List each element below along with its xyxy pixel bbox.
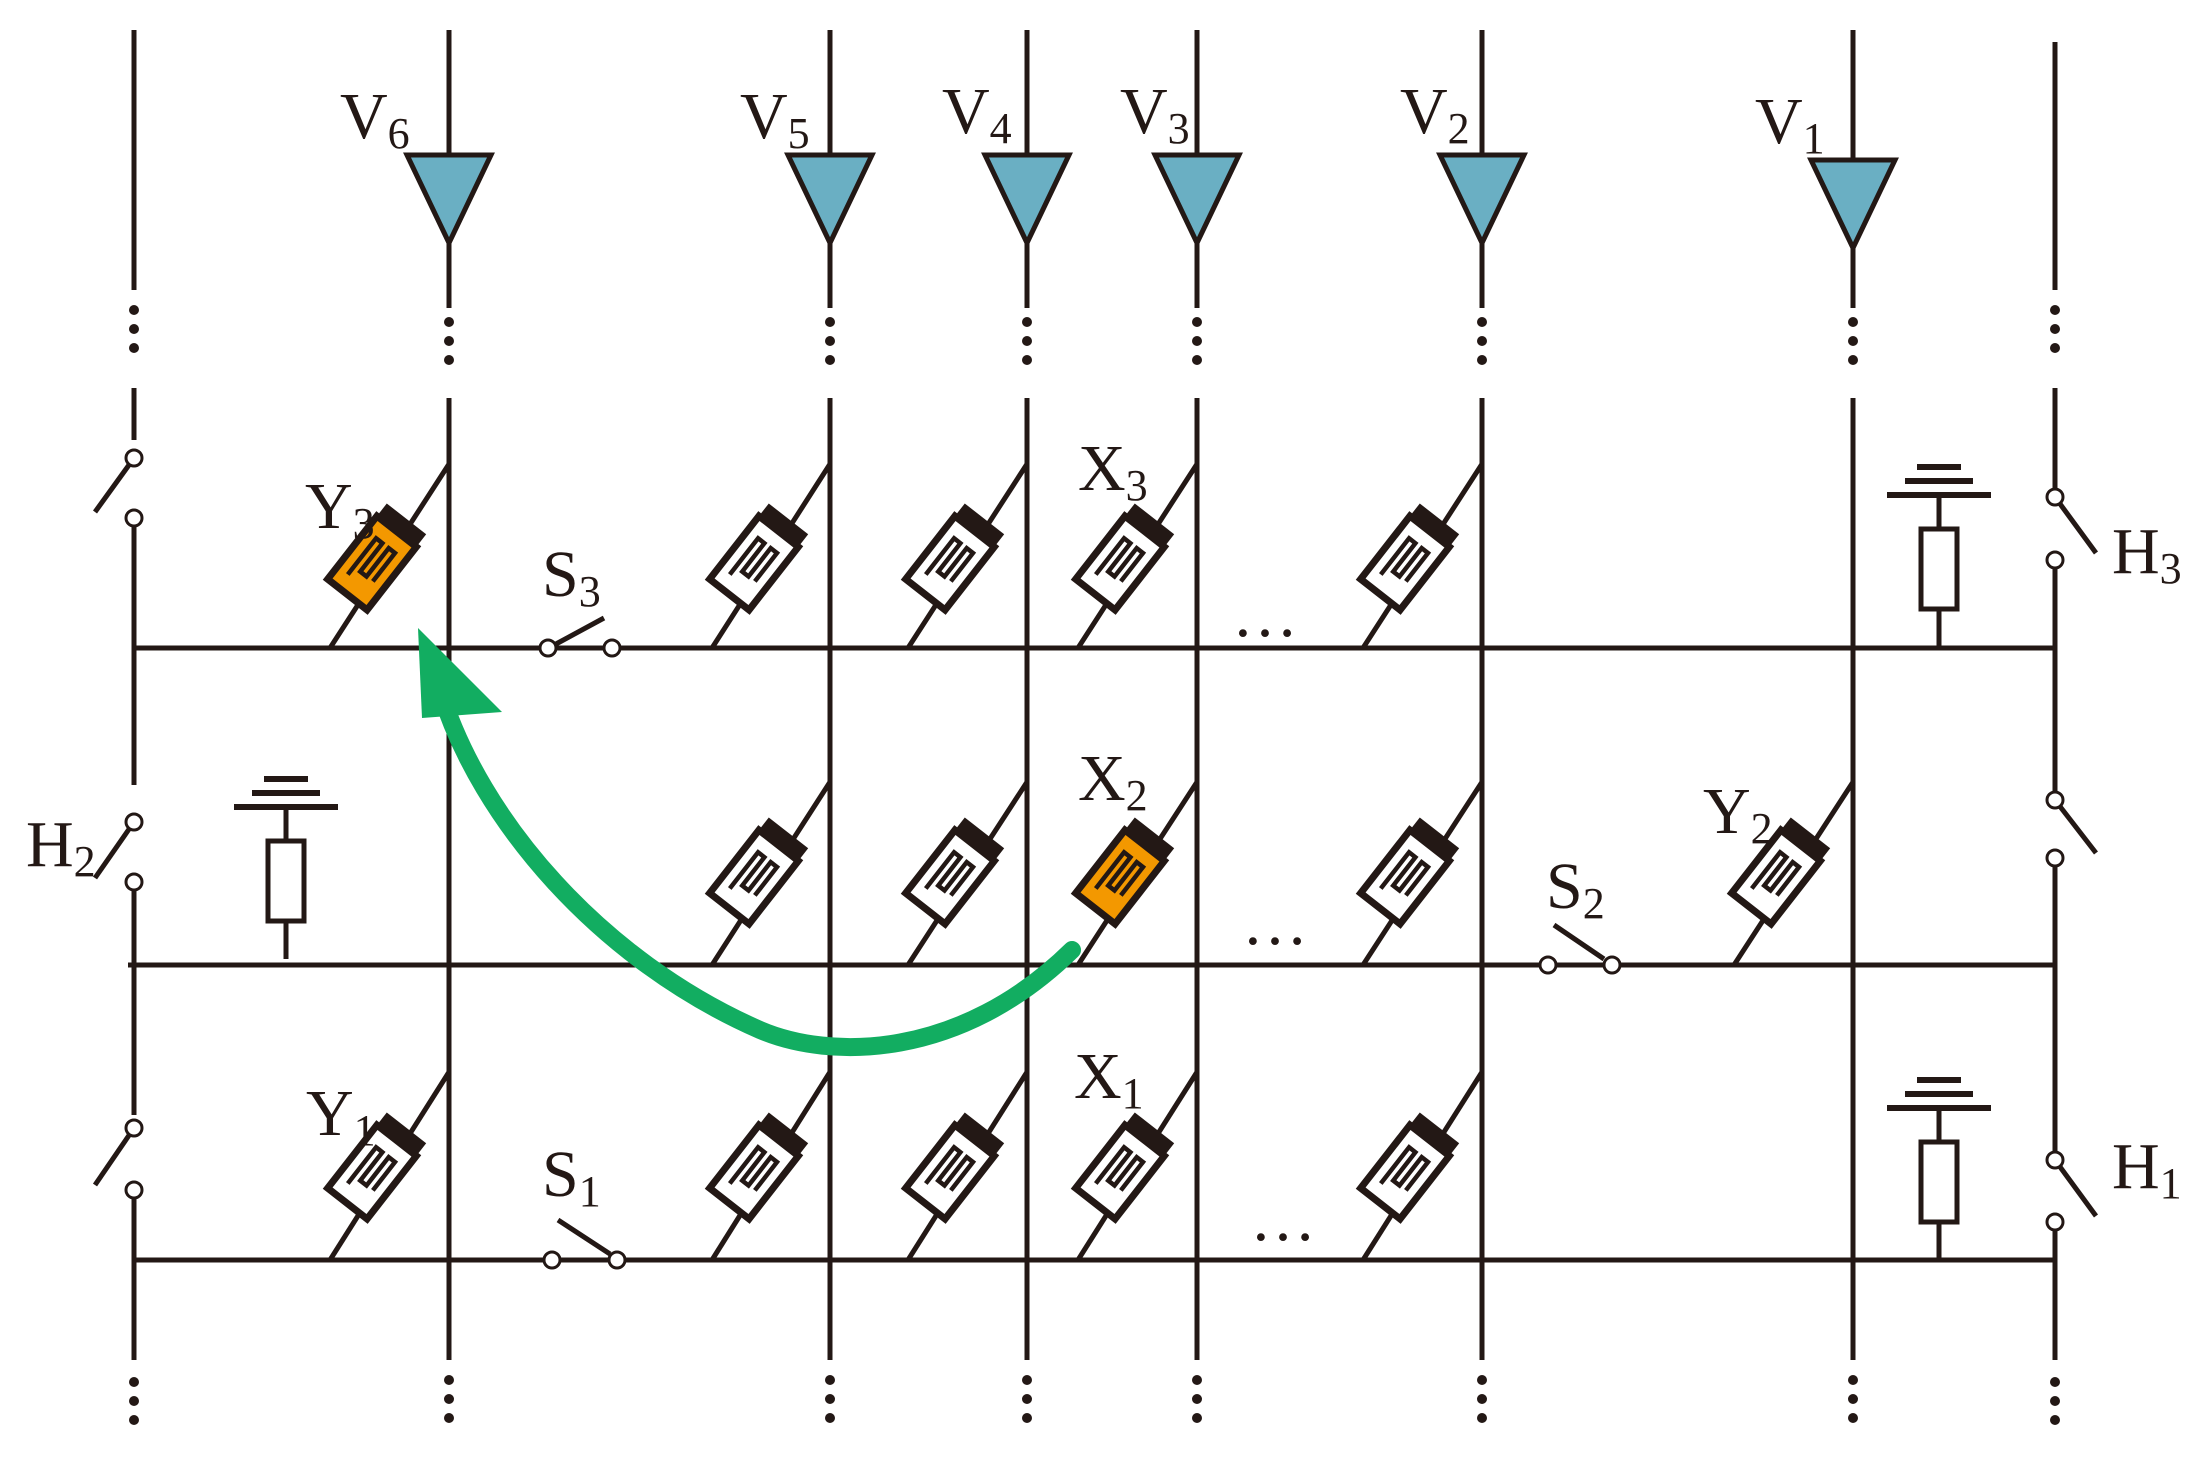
amplifier-v4-icon [985, 155, 1069, 243]
column-dots-bottom-4 [1192, 1375, 1202, 1423]
amplifier-v6-icon [407, 155, 491, 243]
sensor-r1-c2-interdigitated-sensor-icon [1361, 1070, 1485, 1262]
label-v5: V5 [740, 80, 810, 158]
label-h3: H3 [2112, 515, 2182, 593]
right-bus-dots-top [2050, 305, 2060, 353]
sensor-x3-interdigitated-sensor-icon [1076, 462, 1200, 650]
svg-text:S2: S2 [1546, 850, 1605, 928]
right-bus-dots-bottom [2050, 1377, 2060, 1425]
amplifier-v5-icon [788, 155, 872, 243]
ellipsis-row2: … [1242, 886, 1308, 959]
ellipsis-row3: … [1232, 578, 1298, 651]
column-dots-bottom-6 [1848, 1375, 1858, 1423]
label-h2: H2 [26, 808, 96, 886]
switch-h1-open-switch-icon [2045, 1150, 2099, 1232]
column-dots-top-3 [1022, 317, 1032, 365]
column-dots-top-2 [825, 317, 835, 365]
column-dots-bottom-1 [444, 1375, 454, 1423]
left-switch-bottom-open-switch-icon [92, 1118, 144, 1200]
sensor-r3-c5-interdigitated-sensor-icon [710, 462, 833, 650]
label-h1: H1 [2112, 1130, 2182, 1208]
svg-text:X2: X2 [1078, 742, 1148, 820]
sensor-r2-c2-interdigitated-sensor-icon [1361, 780, 1485, 967]
sensor-y1-interdigitated-sensor-icon [328, 1070, 452, 1262]
left-bus-dots-bottom [129, 1377, 139, 1425]
label-x2: X2 [1078, 742, 1148, 820]
sensor-y3-interdigitated-sensor-icon [328, 462, 452, 650]
svg-text:X3: X3 [1078, 432, 1148, 510]
svg-text:Y1: Y1 [306, 1077, 376, 1155]
components-layer [92, 155, 2099, 1270]
sensor-y2-interdigitated-sensor-icon [1732, 780, 1856, 967]
sensor-r1-c5-interdigitated-sensor-icon [710, 1070, 833, 1262]
svg-text:V1: V1 [1755, 85, 1825, 163]
switch-h3-open-switch-icon [2045, 487, 2099, 570]
sensor-r3-c2-interdigitated-sensor-icon [1361, 462, 1485, 650]
label-y1: Y1 [306, 1077, 376, 1155]
column-dots-top-4 [1192, 317, 1202, 365]
column-dots-top-5 [1477, 317, 1487, 365]
svg-text:X1: X1 [1074, 1040, 1144, 1118]
label-v1: V1 [1755, 85, 1825, 163]
left-switch-top-open-switch-icon [92, 448, 144, 528]
switch-s2-open-switch-icon [1538, 955, 1622, 975]
svg-text:H3: H3 [2112, 515, 2182, 593]
right-switch-mid-open-switch-icon [2045, 790, 2098, 868]
sensor-r2-c5-interdigitated-sensor-icon [710, 780, 833, 967]
svg-text:Y3: Y3 [305, 470, 375, 548]
amplifier-v3-icon [1155, 155, 1239, 243]
sensor-r1-c4-interdigitated-sensor-icon [906, 1070, 1030, 1262]
column-dots-bottom-3 [1022, 1375, 1032, 1423]
svg-text:Y2: Y2 [1703, 775, 1773, 853]
label-s3: S3 [542, 538, 601, 616]
sensor-x2-interdigitated-sensor-icon [1076, 780, 1200, 967]
switch-h2-open-switch-icon [92, 812, 144, 892]
amplifier-v2-icon [1440, 155, 1524, 243]
svg-text:V5: V5 [740, 80, 810, 158]
sensor-r3-c4-interdigitated-sensor-icon [906, 462, 1030, 650]
amplifier-v1-icon [1811, 160, 1895, 248]
column-dots-top-1 [444, 317, 454, 365]
switch-s3-open-switch-icon [538, 638, 622, 658]
svg-text:H2: H2 [26, 808, 96, 886]
curved-arrow-icon [418, 628, 1081, 1057]
ground-resistor-row2-icon [234, 779, 338, 959]
label-x3: X3 [1078, 432, 1148, 510]
ground-resistor-row3-icon [1887, 467, 1991, 647]
svg-text:V6: V6 [340, 80, 410, 158]
label-v4: V4 [942, 75, 1012, 153]
sensor-r2-c4-interdigitated-sensor-icon [906, 780, 1030, 967]
left-bus-dots-top [129, 305, 139, 353]
wiring-layer [128, 30, 2060, 1425]
label-s1: S1 [542, 1138, 601, 1216]
ground-resistor-row1-icon [1887, 1080, 1991, 1260]
ellipsis-row1: … [1250, 1182, 1316, 1255]
column-dots-bottom-5 [1477, 1375, 1487, 1423]
label-x1: X1 [1074, 1040, 1144, 1118]
label-y2: Y2 [1703, 775, 1773, 853]
label-v3: V3 [1120, 75, 1190, 153]
label-y3: Y3 [305, 470, 375, 548]
label-v2: V2 [1400, 75, 1470, 153]
label-s2: S2 [1546, 850, 1605, 928]
svg-text:V2: V2 [1400, 75, 1470, 153]
svg-text:V4: V4 [942, 75, 1012, 153]
svg-text:S3: S3 [542, 538, 601, 616]
label-v6: V6 [340, 80, 410, 158]
sensor-x1-interdigitated-sensor-icon [1076, 1070, 1200, 1262]
svg-text:S1: S1 [542, 1138, 601, 1216]
svg-text:H1: H1 [2112, 1130, 2182, 1208]
switch-s1-open-switch-icon [542, 1250, 627, 1270]
svg-text:V3: V3 [1120, 75, 1190, 153]
column-dots-bottom-2 [825, 1375, 835, 1423]
column-dots-top-6 [1848, 317, 1858, 365]
